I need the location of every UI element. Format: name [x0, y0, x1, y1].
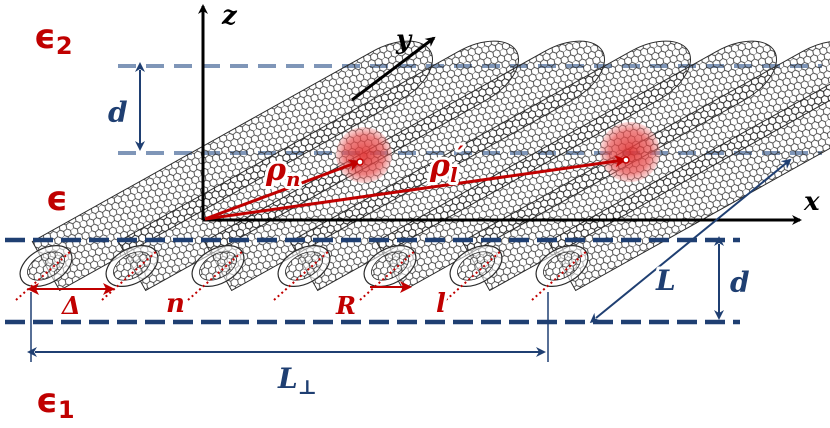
x-axis-label: x	[803, 187, 820, 217]
nanotube-array	[15, 40, 830, 301]
L-label: L	[655, 264, 676, 297]
epsilon-1-label: ϵ1	[36, 381, 75, 424]
epsilon-2-label: ϵ2	[34, 17, 73, 60]
n-label: n	[166, 289, 185, 319]
rho-n-vector	[204, 159, 361, 221]
nanotube-end-lattice	[199, 251, 237, 281]
nanotube-end-lattice	[285, 251, 323, 281]
nanotube-end-lattice	[371, 251, 409, 281]
exciton-n	[336, 127, 392, 183]
exciton-l	[600, 122, 660, 182]
L-dimension	[589, 158, 792, 324]
L-perp-label: L⊥	[277, 362, 317, 399]
rho-l-vector	[204, 155, 627, 221]
epsilon-label: ϵ	[46, 179, 68, 219]
exciton-l-center	[622, 156, 630, 164]
nanotube	[101, 40, 519, 301]
d-top-label: d	[108, 96, 128, 129]
nanotube-end-lattice	[27, 251, 65, 281]
y-axis-label: y	[395, 25, 413, 55]
rho-l-label: ρl′	[429, 142, 464, 187]
d-right-label: d	[730, 266, 750, 299]
l-label: l	[436, 289, 446, 319]
z-axis-label: z	[221, 1, 238, 31]
delta-label: Δ	[61, 291, 81, 320]
nanotube-end-lattice	[543, 251, 581, 281]
nanotube	[187, 40, 605, 301]
rho-n-label: ρn	[265, 153, 301, 191]
R-label: R	[335, 291, 356, 320]
y-axis	[351, 36, 436, 102]
exciton-n-center	[356, 158, 364, 166]
nanotube-end-lattice	[113, 251, 151, 281]
nanotube-end-lattice	[457, 251, 495, 281]
